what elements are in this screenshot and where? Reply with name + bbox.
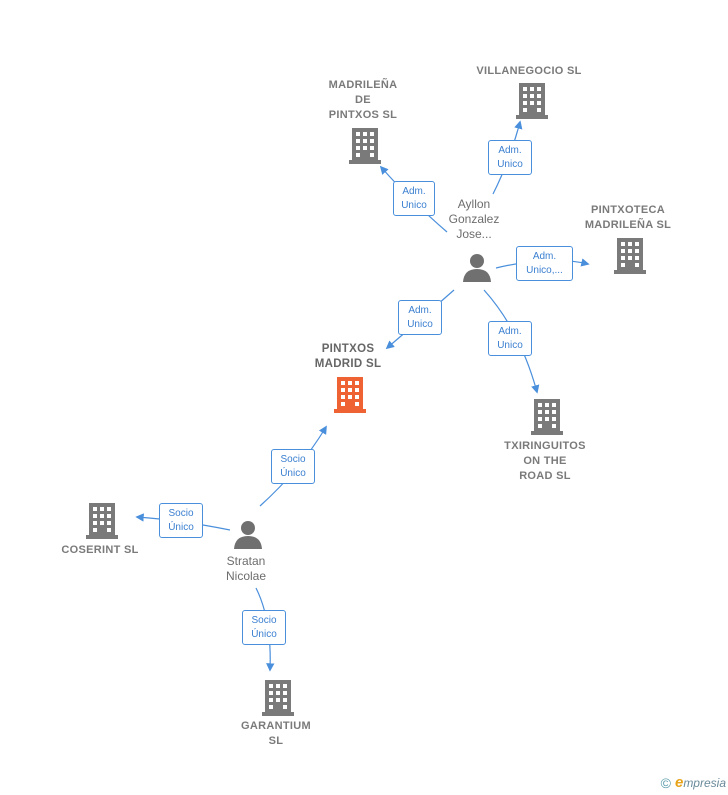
- person-label-stratan[interactable]: Stratan Nicolae: [225, 554, 267, 583]
- building-icon[interactable]: [516, 83, 548, 119]
- edge-label-aylion-txiringuitos: Adm. Unico: [488, 321, 532, 356]
- edge-label-aylion-pintxos-madrid: Adm. Unico: [398, 300, 442, 335]
- person-label-aylion[interactable]: Ayllon Gonzalez Jose...: [448, 197, 500, 241]
- company-label-pintxos-madrid[interactable]: PINTXOS MADRID SL: [314, 343, 382, 370]
- building-icon[interactable]: [531, 399, 563, 435]
- edge-label-stratan-garantium: Socio Único: [242, 610, 286, 645]
- edge-label-stratan-pintxos-madrid: Socio Único: [271, 449, 315, 484]
- company-label-madrilena[interactable]: MADRILEÑA DE PINTXOS SL: [328, 79, 398, 121]
- company-label-pintxoteca[interactable]: PINTXOTECA MADRILEÑA SL: [584, 204, 672, 231]
- building-icon[interactable]: [262, 680, 294, 716]
- edge-label-stratan-coserint: Socio Único: [159, 503, 203, 538]
- person-icon[interactable]: [462, 252, 492, 282]
- building-icon[interactable]: [86, 503, 118, 539]
- footer-brand[interactable]: © empresia: [661, 774, 726, 791]
- company-label-villanegocio[interactable]: VILLANEGOCIO SL: [476, 65, 582, 77]
- copyright-icon: ©: [660, 774, 671, 791]
- person-icon[interactable]: [233, 519, 263, 549]
- building-icon[interactable]: [614, 238, 646, 274]
- building-icon-main[interactable]: [334, 377, 366, 413]
- building-icon[interactable]: [349, 128, 381, 164]
- company-label-txiringuitos[interactable]: TXIRINGUITOS ON THE ROAD SL: [504, 440, 586, 482]
- edge-label-aylion-pintxoteca: Adm. Unico,...: [516, 246, 573, 281]
- company-label-garantium[interactable]: GARANTIUM SL: [241, 720, 311, 747]
- edge-label-aylion-madrilena: Adm. Unico: [393, 181, 435, 216]
- company-label-coserint[interactable]: COSERINT SL: [61, 544, 139, 556]
- brand-initial: e: [674, 774, 684, 791]
- edge-label-aylion-villanegocio: Adm. Unico: [488, 140, 532, 175]
- brand-name: mpresia: [683, 776, 726, 790]
